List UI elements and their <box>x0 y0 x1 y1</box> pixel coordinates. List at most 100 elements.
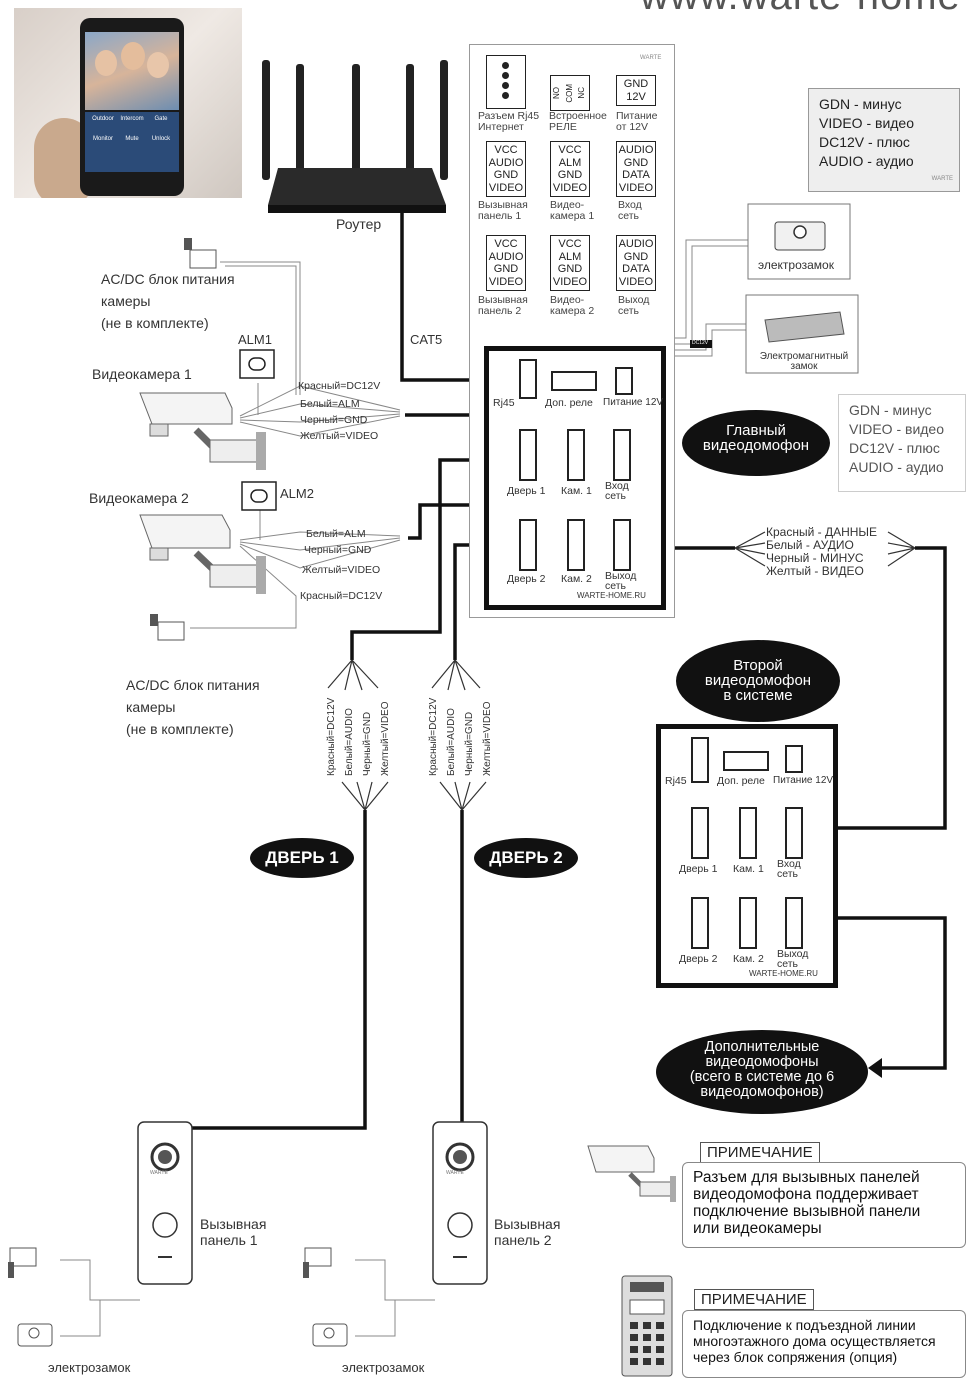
in-network-terminal: AUDIO GND DATA VIDEO <box>616 141 656 198</box>
door1-wire: Белый=AUDIO <box>344 708 355 776</box>
terminal-label-text: Вызывная панель 1 <box>478 199 528 222</box>
conn-label-rj45: Rj45 <box>665 775 687 787</box>
pin-label: VIDEO <box>488 181 524 194</box>
board-footer: WARTE-HOME.RU <box>749 969 818 978</box>
legend-box-2: GDN - минус VIDEO - видео DC12V - плюс A… <box>838 394 966 492</box>
rj45-port-icon <box>519 359 537 399</box>
pin-label: DATA <box>622 169 650 182</box>
network-wire: Красный - ДАННЫЕ <box>766 525 878 539</box>
terminal-label-text: Вход сеть <box>618 199 642 222</box>
pin-label: GND <box>623 156 649 169</box>
door1-wire-upper <box>350 458 515 660</box>
pin-label: VCC <box>494 238 518 250</box>
out-network-port-icon <box>613 519 631 571</box>
door2-wire: Желтый=VIDEO <box>482 701 493 777</box>
board-footer: WARTE-HOME.RU <box>577 591 646 600</box>
dc12v-tag-text: DC12V <box>636 316 653 322</box>
door2-port-icon <box>519 519 537 571</box>
cam1-port-icon <box>567 429 585 481</box>
conn-label-door2: Дверь 2 <box>507 573 546 585</box>
power-port-icon <box>615 367 633 395</box>
cam1-terminal: VCC ALM GND VIDEO <box>550 141 590 198</box>
conn-label-cam2: Кам. 2 <box>561 573 592 585</box>
bottom-accessories <box>8 1247 348 1347</box>
second-monitor-board: Rj45 Доп. реле Питание 12V Дверь 1 Кам. … <box>656 724 838 988</box>
extra-monitors-pill: Дополнительные видеодомофоны (всего в си… <box>656 1030 868 1114</box>
extra-arrow-head <box>868 1058 882 1078</box>
network-fans <box>734 531 916 567</box>
phone-app-panel: Outdoor Intercom Gate Monitor Mute Unloc… <box>85 112 179 172</box>
terminal-label: Видео- камера 2 <box>550 295 594 317</box>
terminal-label-text: Разъем Rj45 Интернет <box>478 110 540 133</box>
door1-wire-lower <box>165 810 367 1130</box>
terminal-label-text: Видео- камера 2 <box>550 294 595 317</box>
terminal-label: Разъем Rj45 Интернет <box>478 111 539 133</box>
terminal-label-text: Видео- камера 1 <box>550 199 595 222</box>
camera-power-top-label: AC/DC блок питания камеры (не в комплект… <box>101 271 235 331</box>
maglock-device <box>745 294 859 374</box>
router-device <box>262 60 448 213</box>
phone-button: Gate <box>154 116 168 122</box>
terminal-label: Вход сеть <box>618 200 642 222</box>
pin-label: 12V <box>626 90 646 103</box>
camera-1-wire: Желтый=VIDEO <box>300 430 379 442</box>
door-2-pill: ДВЕРЬ 2 <box>474 838 578 878</box>
main-monitor-title: Главный видеодомофон <box>682 410 830 476</box>
pin-label: GND <box>493 169 519 182</box>
brand-title: www.warte-home <box>640 0 961 19</box>
conn-label-door1: Дверь 1 <box>507 485 546 497</box>
relay-port-icon <box>723 751 769 771</box>
power-adapter-bottom <box>150 614 185 641</box>
legend-line: GDN - минус <box>819 96 902 112</box>
door1-wire: Желтый=VIDEO <box>380 701 391 777</box>
call-panel-1-lock-label: электрозамок <box>48 1360 131 1375</box>
pin-label: AUDIO <box>618 238 654 250</box>
power-terminal: GND 12V <box>616 75 656 107</box>
terminal-label-text: Питание от 12V <box>616 110 658 133</box>
pin-label: COM <box>564 83 574 103</box>
alm2-label: ALM2 <box>280 486 314 501</box>
power-adapter-top <box>184 238 217 269</box>
pin-label: ALM <box>558 156 582 169</box>
door-1-pill: ДВЕРЬ 1 <box>250 838 354 878</box>
terminal-label-text: Выход сеть <box>618 294 650 317</box>
conn-label-door1: Дверь 1 <box>679 863 718 875</box>
pin-label: GND <box>557 169 583 182</box>
conn-label-door2: Дверь 2 <box>679 953 718 965</box>
pin-label: GND <box>623 250 649 263</box>
door1-terminal: VCC AUDIO GND VIDEO <box>486 141 526 198</box>
camera-1-wire: Черный=GND <box>300 414 368 426</box>
camera-2-wire: Желтый=VIDEO <box>302 564 381 576</box>
call-panel-1-brand: WARTE <box>150 1170 168 1176</box>
main-monitor-board: Rj45 Доп. реле Питание 12V Дверь 1 Кам. … <box>484 346 666 610</box>
network-wire: Белый - АУДИО <box>766 538 854 552</box>
camera-2-wire: Черный=GND <box>304 544 372 556</box>
pin-label: AUDIO <box>488 156 524 169</box>
face-icon <box>147 52 169 78</box>
phone-button: Intercom <box>120 116 144 122</box>
network-wire: Черный - МИНУС <box>766 551 864 565</box>
family-photo-screen <box>85 32 179 110</box>
call-panel-2-lock-label: электрозамок <box>342 1360 425 1375</box>
panel-brand: WARTE <box>640 55 662 61</box>
pin-label: VIDEO <box>552 181 588 194</box>
note-1-text: Разъем для вызывных панелей видеодомофон… <box>682 1162 966 1248</box>
pin-label: VIDEO <box>552 275 588 288</box>
phone-button: Outdoor <box>92 116 114 122</box>
legend-line: DC12V - плюс <box>849 440 940 456</box>
in-network-port-icon <box>613 429 631 481</box>
door1-wire: Черный=GND <box>362 711 373 776</box>
camera-2-label: Видеокамера 2 <box>89 490 189 506</box>
cam2-port-icon <box>567 519 585 571</box>
cat5-label: CAT5 <box>410 332 443 347</box>
door2-wire: Красный=DC12V <box>428 697 439 776</box>
conn-label-cam2: Кам. 2 <box>733 953 764 965</box>
terminal-label: Видео- камера 1 <box>550 200 594 222</box>
lock-top-label: электрозамок <box>758 258 834 272</box>
pin-label: ALM <box>558 250 582 263</box>
call-panel-2-label: Вызывная панель 2 <box>494 1216 561 1248</box>
conn-label-in-network: Вход сеть <box>605 480 629 502</box>
camera-1-label: Видеокамера 1 <box>92 366 192 382</box>
